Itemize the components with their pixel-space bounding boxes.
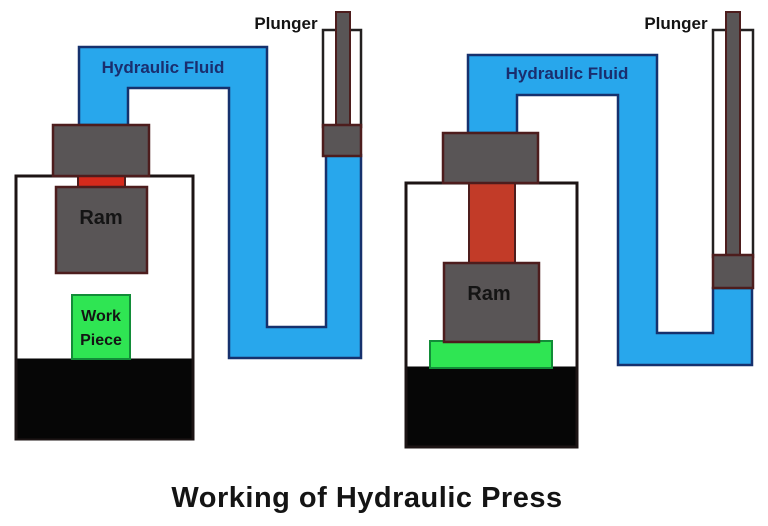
left-workpiece-label-line1: Work bbox=[81, 308, 121, 325]
left-plunger-piston bbox=[321, 123, 363, 158]
right-ram-cap bbox=[441, 131, 540, 185]
right-plunger-label: Plunger bbox=[644, 14, 708, 33]
diagram-title: Working of Hydraulic Press bbox=[171, 482, 562, 514]
right-ram-body bbox=[442, 261, 541, 344]
right-press-base bbox=[407, 366, 576, 446]
right-plunger-rod bbox=[725, 11, 741, 258]
right-workpiece bbox=[429, 340, 553, 369]
left-press-base bbox=[17, 358, 192, 439]
left-ram-cap bbox=[51, 123, 151, 178]
right-ram-label: Ram bbox=[467, 283, 510, 305]
left-ram-body bbox=[54, 185, 149, 275]
right-hydraulic-fluid-label: Hydraulic Fluid bbox=[506, 64, 629, 83]
left-plunger-label: Plunger bbox=[254, 14, 318, 33]
left-hydraulic-fluid-label: Hydraulic Fluid bbox=[102, 58, 225, 77]
left-ram-label: Ram bbox=[79, 207, 122, 229]
left-press-diagram: Plunger Hydraulic Fluid Ram Work Piece bbox=[14, 11, 363, 441]
left-plunger-rod bbox=[335, 11, 351, 129]
right-ram-stem bbox=[468, 180, 516, 268]
left-workpiece bbox=[71, 294, 131, 360]
left-workpiece-label-line2: Piece bbox=[80, 332, 122, 349]
right-plunger-piston bbox=[711, 253, 755, 290]
right-press-diagram: Plunger Hydraulic Fluid Ram bbox=[404, 11, 755, 449]
